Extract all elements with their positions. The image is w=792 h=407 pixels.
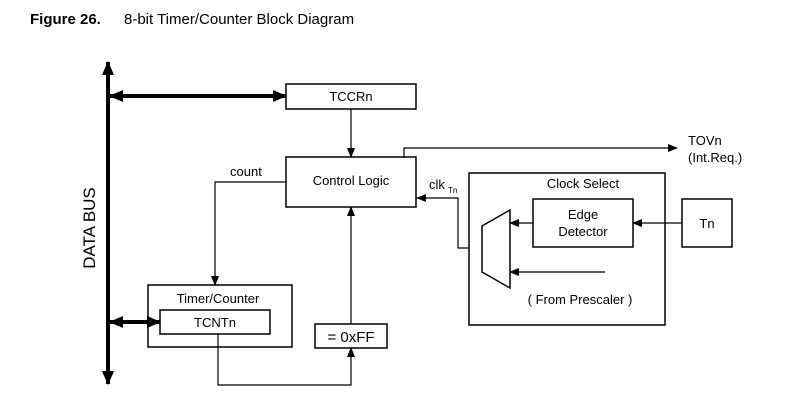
- tcnt-label: TCNTn: [194, 315, 236, 330]
- figure-number: Figure 26.: [30, 11, 101, 28]
- compare-label: = 0xFF: [327, 329, 374, 346]
- data-bus-label: DATA BUS: [80, 187, 99, 269]
- figure-title: 8-bit Timer/Counter Block Diagram: [124, 11, 354, 28]
- tccr-box: [285, 83, 417, 110]
- tcnt-compare-arrow: [217, 334, 355, 386]
- tov-label: TOVn: [688, 133, 722, 148]
- clk-label: clk: [429, 177, 445, 192]
- from-prescaler-label: ( From Prescaler ): [528, 292, 633, 307]
- clock-mux: [481, 208, 511, 290]
- control-logic-label: Control Logic: [313, 173, 390, 188]
- timer-counter-label: Timer/Counter: [177, 291, 260, 306]
- count-arrow: [211, 181, 286, 286]
- edge-label: Edge: [568, 207, 598, 222]
- tn-box: [681, 198, 733, 248]
- control-logic-box: [285, 156, 417, 208]
- tov-arrow: [403, 144, 678, 157]
- tccr-label: TCCRn: [329, 89, 372, 104]
- detector-label: Detector: [558, 224, 608, 239]
- tn-label: Tn: [699, 216, 714, 231]
- count-label: count: [230, 164, 262, 179]
- clk-subscript: Tn: [448, 186, 457, 195]
- tov-int-req-label: (Int.Req.): [688, 150, 742, 165]
- clock-select-label: Clock Select: [547, 176, 620, 191]
